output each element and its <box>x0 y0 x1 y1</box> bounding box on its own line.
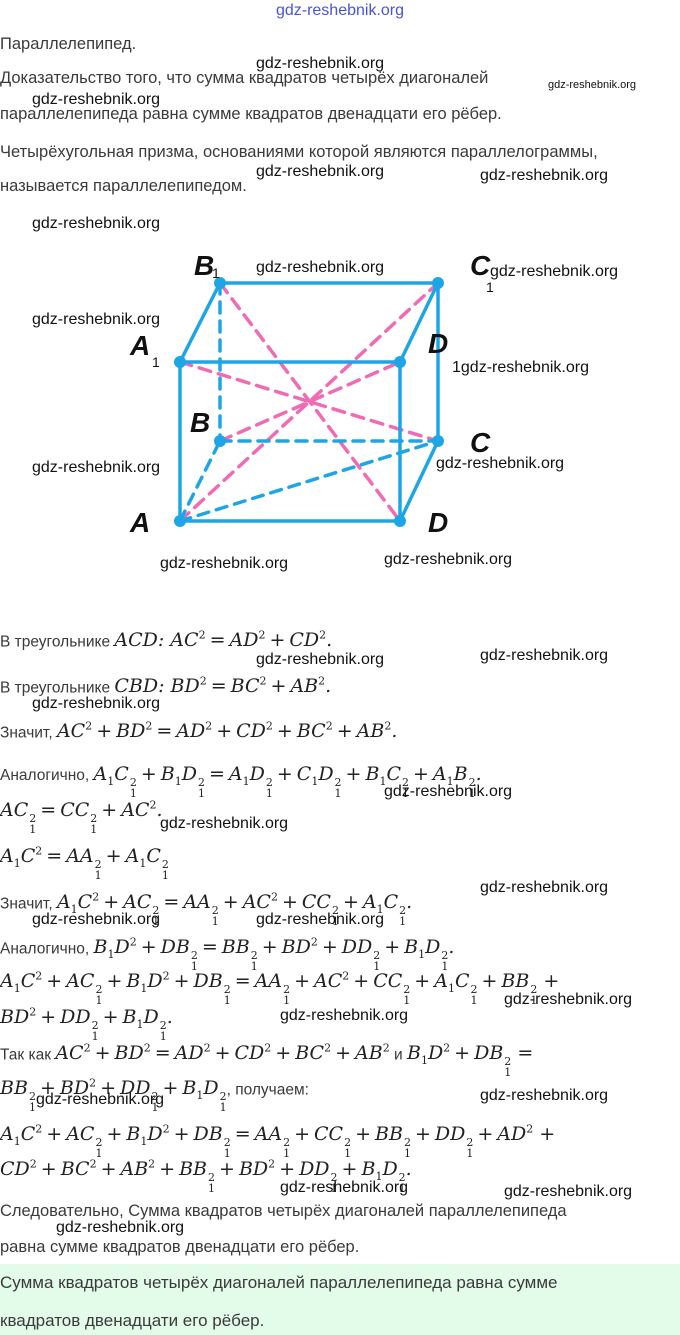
watermark: gdz-reshebnik.org <box>384 783 513 800</box>
math-line-text: Значит, <box>0 724 57 742</box>
math-line-text: , получаем: <box>226 1081 309 1099</box>
math-line-text: и <box>389 1046 407 1064</box>
watermark: 1gdz-reshebnik.org <box>452 359 589 376</box>
watermark: gdz-reshebnik.org <box>256 651 385 668</box>
math-line: Так как AC2+BD2=AD2+CD2+BC2+AB2 и B1D2+D… <box>0 1036 533 1078</box>
math-line-text: Значит, <box>0 895 57 913</box>
svg-text:1: 1 <box>486 279 494 295</box>
svg-text:1: 1 <box>152 354 160 370</box>
label-d1: D <box>428 328 448 359</box>
conclusion-line: Следовательно, Сумма квадратов четырёх д… <box>0 1202 567 1220</box>
formula: ACD: AC2=AD2+CD2. <box>114 629 333 652</box>
watermark: gdz-reshebnik.org <box>160 815 289 832</box>
answer-line: квадратов двенадцати его рёбер. <box>0 1311 265 1330</box>
math-line-text: В треугольнике <box>0 679 115 697</box>
watermark: gdz-reshebnik.org <box>548 79 637 91</box>
watermark: gdz-reshebnik.org <box>256 259 385 276</box>
watermark: gdz-reshebnik.org <box>32 911 161 928</box>
svg-text:1: 1 <box>212 265 220 281</box>
math-line-text: Аналогично, <box>0 940 94 958</box>
label-c: C <box>470 427 491 458</box>
label-c1: C <box>470 250 491 281</box>
math-line: В треугольнике CBD: BD2=BC2+AB2. <box>0 669 331 701</box>
label-b: B <box>190 407 210 438</box>
intro-line: называется параллелепипедом. <box>0 177 247 195</box>
math-line: Значит, AC2+BD2=AD2+CD2+BC2+AB2. <box>0 714 397 746</box>
watermark: gdz-reshebnik.org <box>256 163 385 180</box>
formula: CBD: BD2=BC2+AB2. <box>114 675 332 698</box>
watermark: gdz-reshebnik.org <box>256 55 385 72</box>
math-line: В треугольнике ACD: AC2=AD2+CD2. <box>0 623 332 655</box>
formula: AC2+BD2=AD2+CD2+BC2+AB2 <box>55 1042 390 1065</box>
conclusion-line: равна сумме квадратов двенадцати его рёб… <box>0 1238 360 1256</box>
watermark: gdz-reshebnik.org <box>480 167 609 184</box>
watermark: gdz-reshebnik.org <box>436 455 565 472</box>
watermark: gdz-reshebnik.org <box>480 647 609 664</box>
label-b1: B <box>194 250 214 281</box>
answer-line: Сумма квадратов четырёх диагоналей парал… <box>0 1273 558 1292</box>
watermark: gdz-reshebnik.org <box>480 879 609 896</box>
watermark: gdz-reshebnik.org <box>504 1183 633 1200</box>
answer-box: Сумма квадратов четырёх диагоналей парал… <box>0 1264 680 1335</box>
math-line-text: В треугольнике <box>0 633 115 651</box>
label-a: A <box>129 507 150 538</box>
watermark: gdz-reshebnik.org <box>32 311 161 328</box>
math-line-text: Так как <box>0 1046 56 1064</box>
intro-line: Параллелепипед. <box>0 35 137 53</box>
watermark: gdz-reshebnik.org <box>32 695 161 712</box>
watermark: gdz-reshebnik.org <box>36 1091 165 1108</box>
watermark: gdz-reshebnik.org <box>504 991 633 1008</box>
watermark: gdz-reshebnik.org <box>280 1179 409 1196</box>
watermark: gdz-reshebnik.org <box>280 1007 409 1024</box>
math-line-text: Аналогично, <box>0 767 94 784</box>
formula: AC2+BD2=AD2+CD2+BC2+AB2. <box>56 720 398 743</box>
watermark: gdz-reshebnik.org <box>384 551 513 568</box>
watermark: gdz-reshebnik.org <box>490 263 619 280</box>
vertices <box>174 277 444 527</box>
intro-line: параллелепипеда равна сумме квадратов дв… <box>0 105 502 123</box>
label-a1: A <box>129 330 150 361</box>
diagonal-bd1 <box>218 360 402 443</box>
diagonal-ac1 <box>178 281 440 523</box>
watermark: gdz-reshebnik.org <box>480 1087 609 1104</box>
diagonal-a1c <box>178 360 440 443</box>
intro-line: Доказательство того, что сумма квадратов… <box>0 69 489 87</box>
watermark: gdz-reshebnik.org <box>160 555 289 572</box>
label-d: D <box>428 507 448 538</box>
header-watermark[interactable]: gdz-reshebnik.org <box>275 2 405 19</box>
watermark: gdz-reshebnik.org <box>32 91 161 108</box>
diagonals <box>178 281 440 523</box>
watermark: gdz-reshebnik.org <box>56 1219 185 1236</box>
watermark: gdz-reshebnik.org <box>256 911 385 928</box>
watermark: gdz-reshebnik.org <box>32 459 161 476</box>
parallelepiped-figure: A D B C A 1 B 1 C 1 D <box>129 250 494 538</box>
diagonal-b1d <box>218 281 402 523</box>
intro-line: Четырёхугольная призма, основаниями кото… <box>0 143 598 161</box>
watermark: gdz-reshebnik.org <box>32 215 161 232</box>
